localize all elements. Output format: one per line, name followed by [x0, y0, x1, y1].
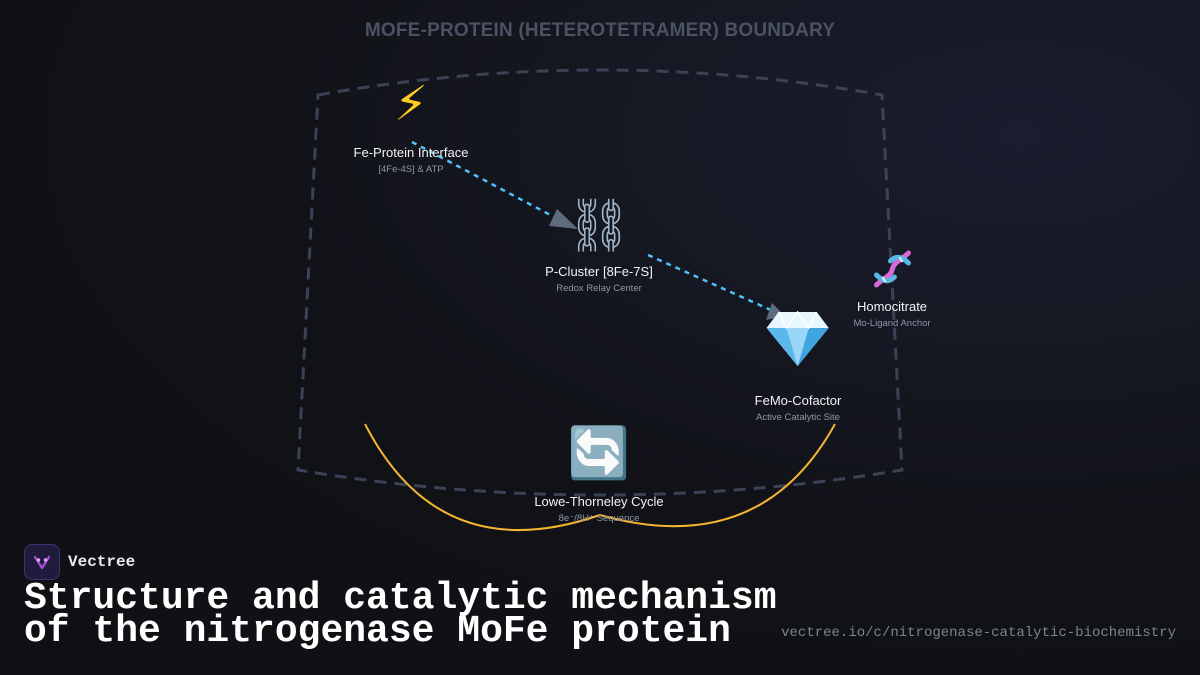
- gem-icon: [755, 310, 842, 368]
- homocitrate-title: Homocitrate: [856, 299, 928, 314]
- cycle-arc: [364, 423, 836, 532]
- p-cluster-title: P-Cluster [8Fe-7S]: [545, 264, 653, 279]
- node-fe-protein: ⚡ Fe-Protein Interface [4Fe-4S] & ATP: [354, 80, 469, 175]
- cycle-title: Lowe-Thorneley Cycle: [534, 494, 664, 509]
- brand: Vectree: [24, 544, 135, 580]
- homocitrate-subtitle: Mo-Ligand Anchor: [853, 318, 931, 329]
- mofe-protein-boundary: [296, 68, 904, 497]
- brand-name: Vectree: [68, 553, 136, 571]
- node-p-cluster: ⛓ P-Cluster [8Fe-7S] Redox Relay Center: [545, 200, 653, 294]
- boundary-title: MOFE-PROTEIN (HETEROTETRAMER) BOUNDARY: [364, 20, 836, 41]
- fe-protein-subtitle: [4Fe-4S] & ATP: [378, 164, 444, 175]
- chain-icon: ⛓: [565, 196, 632, 256]
- p-cluster-subtitle: Redox Relay Center: [556, 283, 642, 294]
- electron-flow-arrow-p-to-femo: [647, 253, 783, 317]
- fe-protein-title: Fe-Protein Interface: [353, 145, 469, 160]
- cycle-arrows-icon: 🔄: [567, 424, 631, 482]
- vectree-logo-icon: [24, 544, 60, 580]
- arrowhead-fe-to-p: [549, 209, 578, 229]
- electron-flow-arrow-fe-to-p: [411, 140, 576, 230]
- femo-cofactor-subtitle: Active Catalytic Site: [756, 412, 840, 423]
- node-lowe-thorneley-cycle: 🔄 Lowe-Thorneley Cycle 8e⁻/8H⁺ Sequence: [534, 428, 663, 524]
- lightning-icon: ⚡: [394, 76, 428, 132]
- source-url: vectree.io/c/nitrogenase-catalytic-bioch…: [781, 625, 1176, 641]
- page-headline: Structure and catalytic mechanism of the…: [24, 577, 784, 653]
- femo-cofactor-title: FeMo-Cofactor: [754, 393, 842, 408]
- node-femo-cofactor: FeMo-Cofactor Active Catalytic Site: [754, 310, 842, 423]
- headline-line-2: of the nitrogenase MoFe protein: [24, 610, 731, 653]
- dna-icon: [853, 247, 930, 291]
- node-homocitrate: Homocitrate Mo-Ligand Anchor: [853, 247, 931, 329]
- cycle-subtitle: 8e⁻/8H⁺ Sequence: [558, 513, 640, 524]
- headline-line-1: Structure and catalytic mechanism: [24, 577, 777, 620]
